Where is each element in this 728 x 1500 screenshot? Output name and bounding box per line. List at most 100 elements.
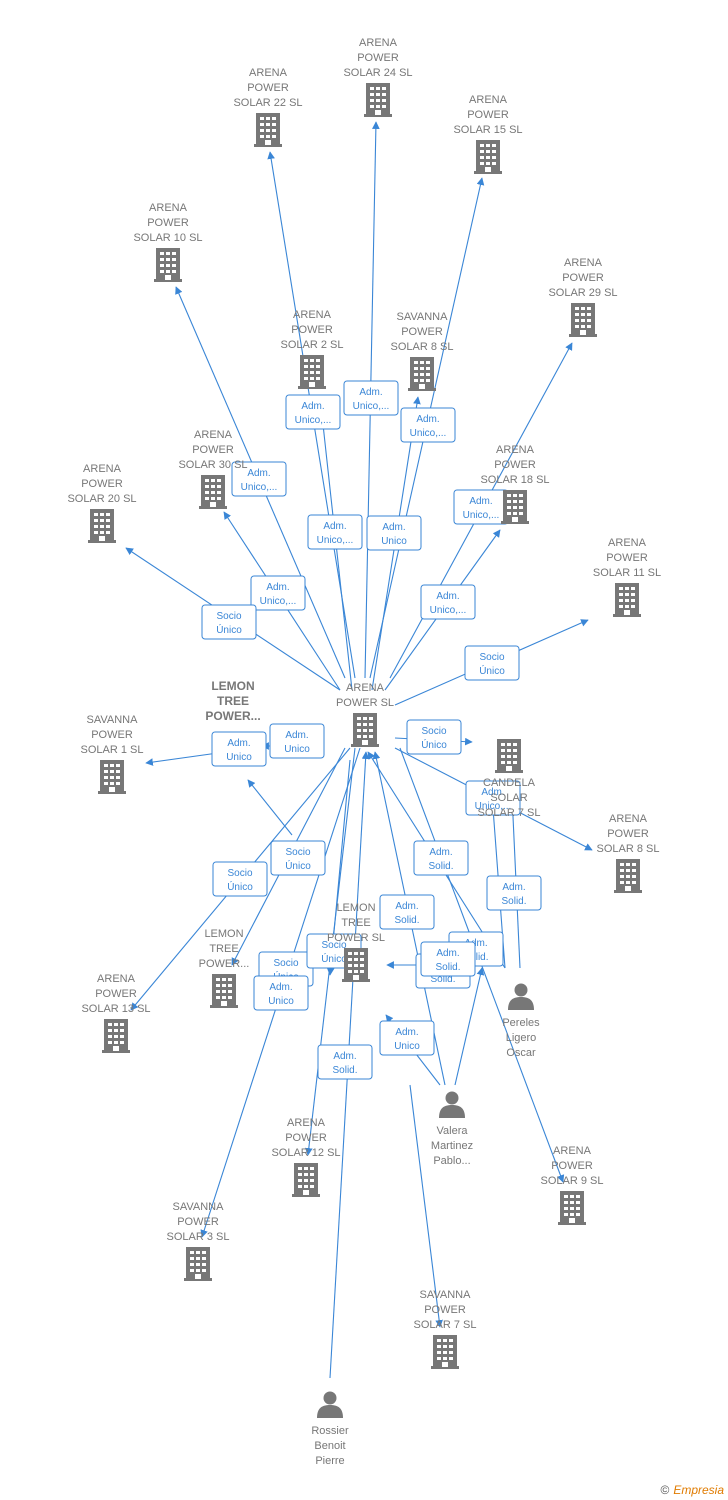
edge-label-text: Adm. (227, 738, 250, 749)
node-label: POWER SL (336, 697, 394, 709)
edge-label[interactable]: Adm.Unico (211, 731, 267, 767)
edge-label[interactable]: Adm.Unico,... (307, 514, 363, 550)
edge-label-box (270, 840, 326, 876)
node-lemon2[interactable]: LEMONTREEPOWER... (199, 928, 250, 1008)
edge-label-text: Unico,... (475, 801, 512, 812)
edge-label[interactable]: Adm.Unico,... (343, 380, 399, 416)
edge-label[interactable]: Adm.Solid. (420, 941, 476, 977)
node-label: Pierre (315, 1455, 344, 1467)
edge-label[interactable]: Adm.Solid. (486, 875, 542, 911)
node-label: SOLAR 22 SL (233, 97, 302, 109)
edge-label[interactable]: Adm.Solid. (413, 840, 469, 876)
edge-label-text: Unico,... (260, 596, 297, 607)
edge-label[interactable]: Adm.Unico,... (400, 407, 456, 443)
node-label: LEMON (336, 902, 375, 914)
node-label: CANDELA (483, 777, 536, 789)
node-lemon_top[interactable]: LEMONTREEPOWER... (205, 679, 260, 723)
edge-label[interactable]: Adm.Unico (366, 515, 422, 551)
node-label: SOLAR 1 SL (81, 744, 144, 756)
edge-label-text: Unico,... (410, 428, 447, 439)
node-label: ARENA (149, 202, 188, 214)
node-label: SOLAR 2 SL (281, 339, 344, 351)
node-label: SOLAR 7 SL (478, 807, 541, 819)
edge-label-text: Adm. (436, 948, 459, 959)
edge-label-box (253, 975, 309, 1011)
edge-label[interactable]: Adm.Unico,... (250, 575, 306, 611)
node-label: ARENA (553, 1145, 592, 1157)
edge-label[interactable]: Adm.Unico,... (453, 489, 509, 525)
edge-label-text: Unico,... (241, 482, 278, 493)
edge-label-box (307, 514, 363, 550)
node-label: Rossier (311, 1425, 349, 1437)
edge-label-text: Unico (268, 996, 294, 1007)
building-icon (199, 475, 227, 509)
node-label: SAVANNA (397, 311, 449, 323)
edge-label-box (250, 575, 306, 611)
node-label: SOLAR 18 SL (480, 474, 549, 486)
node-label: ARENA (609, 813, 648, 825)
edge-label-text: Adm. (285, 730, 308, 741)
building-icon (364, 83, 392, 117)
node-label: SOLAR 12 SL (271, 1147, 340, 1159)
node-label: POWER... (199, 958, 250, 970)
building-icon (474, 140, 502, 174)
edges-layer (125, 121, 593, 1379)
node-label: POWER SL (327, 932, 385, 944)
edge-label-box (285, 394, 341, 430)
edge-label[interactable]: Adm.Unico,... (231, 461, 287, 497)
node-label: POWER (247, 82, 289, 94)
edge-label-box (400, 407, 456, 443)
edge-label[interactable]: Adm.Unico (379, 1020, 435, 1056)
building-icon (501, 490, 529, 524)
node-label: POWER (401, 326, 443, 338)
node-label: POWER (81, 478, 123, 490)
edge-label[interactable]: Adm.Unico (269, 723, 325, 759)
edge-label[interactable]: Adm.Unico (253, 975, 309, 1011)
node-label: POWER (562, 272, 604, 284)
node-label: ARENA (97, 973, 136, 985)
edge-label-box (269, 723, 325, 759)
node-label: Pereles (502, 1017, 540, 1029)
edge-label[interactable]: Adm.Unico,... (285, 394, 341, 430)
edge-label[interactable]: Adm.Solid. (317, 1044, 373, 1080)
node-valera[interactable]: ValeraMartinezPablo... (431, 1091, 473, 1168)
edge-label-box (486, 875, 542, 911)
edge-label[interactable]: Adm.Solid. (379, 894, 435, 930)
edge-label[interactable]: Adm.Unico,... (465, 780, 521, 816)
building-icon (102, 1019, 130, 1053)
edge-label[interactable]: Adm.Unico,... (420, 584, 476, 620)
edge-label-box (465, 780, 521, 816)
node-label: LEMON (211, 679, 254, 693)
edge-label-text: Socio (421, 726, 446, 737)
edge-label-text: Único (227, 880, 253, 893)
